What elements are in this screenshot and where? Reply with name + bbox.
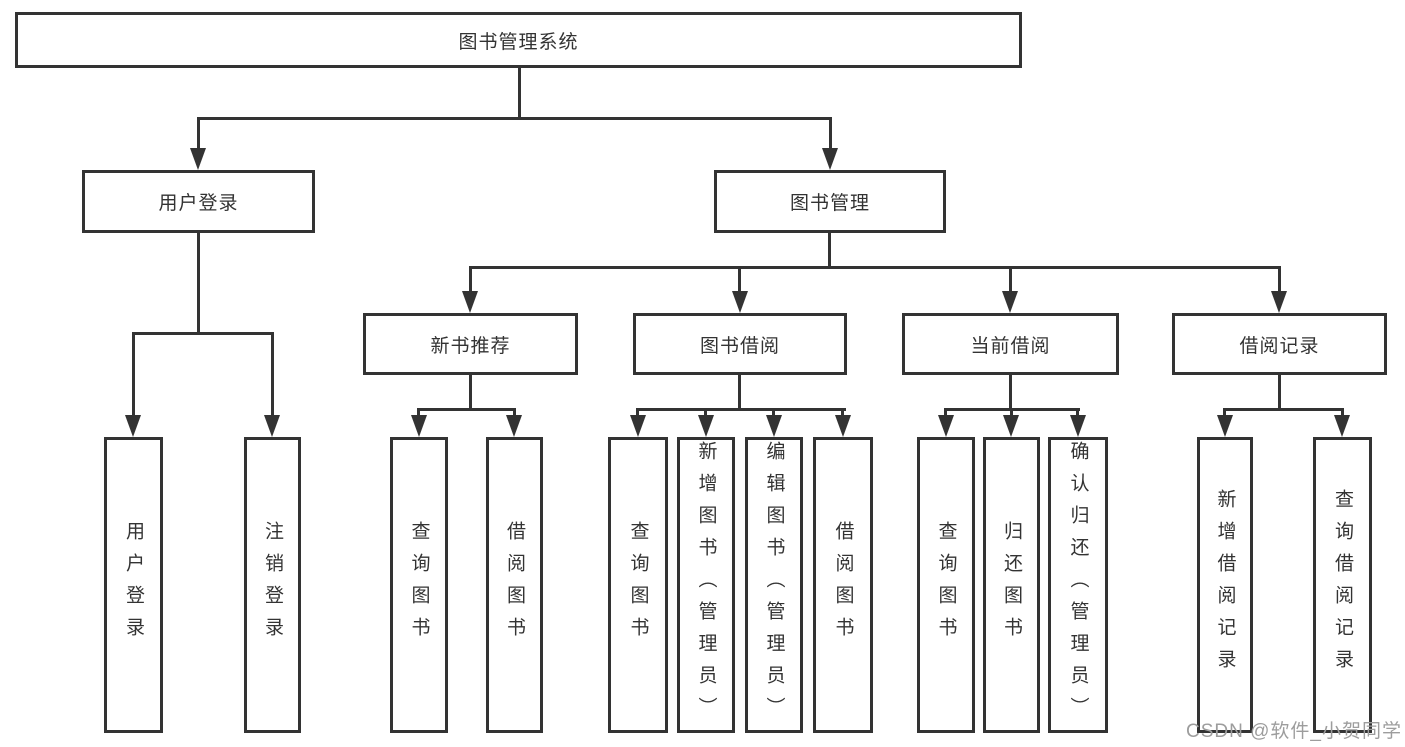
leaf-logout: 注销登录 (244, 437, 301, 733)
leaf-add-books-admin: 新增图书（管理员） (677, 437, 735, 733)
edge-leaf-stub (271, 332, 274, 417)
arrow-down-icon (732, 291, 748, 313)
edge-leaf-stub (1223, 408, 1226, 418)
node-current-borrowing: 当前借阅 (902, 313, 1119, 375)
node-new-book-recommendation: 新书推荐 (363, 313, 578, 375)
leaf-query-books: 查询图书 (608, 437, 668, 733)
edge-borrowing-hline (636, 408, 846, 411)
edge-leaf-stub (944, 408, 947, 418)
leaf-user-login: 用户登录 (104, 437, 163, 733)
edge-leaf-stub (704, 408, 707, 418)
edge-user-login-hline (132, 332, 274, 335)
arrow-down-icon (506, 415, 522, 437)
edge-current-vline (1009, 375, 1012, 411)
arrow-down-icon (411, 415, 427, 437)
node-library-management-system: 图书管理系统 (15, 12, 1022, 68)
edge-leaf-stub (772, 408, 775, 418)
edge-root-hline (197, 117, 832, 120)
arrow-down-icon (1070, 415, 1086, 437)
edge-user-login-vline (197, 233, 200, 335)
leaf-query-books: 查询图书 (917, 437, 975, 733)
leaf-query-borrow-record: 查询借阅记录 (1313, 437, 1372, 733)
edge-book-mgmt-vline (828, 233, 831, 269)
edge-leaf-stub (1076, 408, 1079, 418)
edge-book-mgmt-stub (829, 117, 832, 150)
edge-records-hline (1223, 408, 1344, 411)
node-borrowing-records: 借阅记录 (1172, 313, 1387, 375)
edge-level3-stub (1009, 266, 1012, 293)
arrow-down-icon (125, 415, 141, 437)
arrow-down-icon (698, 415, 714, 437)
node-user-login: 用户登录 (82, 170, 315, 233)
arrow-down-icon (835, 415, 851, 437)
edge-level3-stub (738, 266, 741, 293)
edge-borrowing-vline (738, 375, 741, 411)
arrow-down-icon (630, 415, 646, 437)
node-book-management: 图书管理 (714, 170, 946, 233)
edge-leaf-stub (1010, 408, 1013, 418)
arrow-down-icon (190, 148, 206, 170)
edge-newbook-vline (469, 375, 472, 411)
arrow-down-icon (1002, 291, 1018, 313)
edge-leaf-stub (417, 408, 420, 418)
edge-newbook-hline (417, 408, 516, 411)
edge-records-vline (1278, 375, 1281, 411)
leaf-confirm-return-admin: 确认归还（管理员） (1048, 437, 1108, 733)
arrow-down-icon (462, 291, 478, 313)
watermark-text: CSDN @软件_小贺同学 (1186, 721, 1402, 742)
leaf-borrow-books: 借阅图书 (813, 437, 873, 733)
arrow-down-icon (1217, 415, 1233, 437)
leaf-borrow-books: 借阅图书 (486, 437, 543, 733)
edge-book-mgmt-hline (469, 266, 1281, 269)
leaf-add-borrow-record: 新增借阅记录 (1197, 437, 1253, 733)
edge-level3-stub (1278, 266, 1281, 293)
arrow-down-icon (264, 415, 280, 437)
edge-leaf-stub (636, 408, 639, 418)
arrow-down-icon (1271, 291, 1287, 313)
edge-leaf-stub (1341, 408, 1344, 418)
edge-leaf-stub (841, 408, 844, 418)
arrow-down-icon (822, 148, 838, 170)
leaf-query-books: 查询图书 (390, 437, 448, 733)
arrow-down-icon (1003, 415, 1019, 437)
edge-leaf-stub (513, 408, 516, 418)
edge-user-login-stub (197, 117, 200, 150)
edge-level3-stub (469, 266, 472, 293)
leaf-edit-books-admin: 编辑图书（管理员） (745, 437, 803, 733)
edge-leaf-stub (132, 332, 135, 417)
node-book-borrowing: 图书借阅 (633, 313, 847, 375)
arrow-down-icon (1334, 415, 1350, 437)
edge-root-vline (518, 68, 521, 120)
arrow-down-icon (766, 415, 782, 437)
arrow-down-icon (938, 415, 954, 437)
leaf-return-books: 归还图书 (983, 437, 1040, 733)
